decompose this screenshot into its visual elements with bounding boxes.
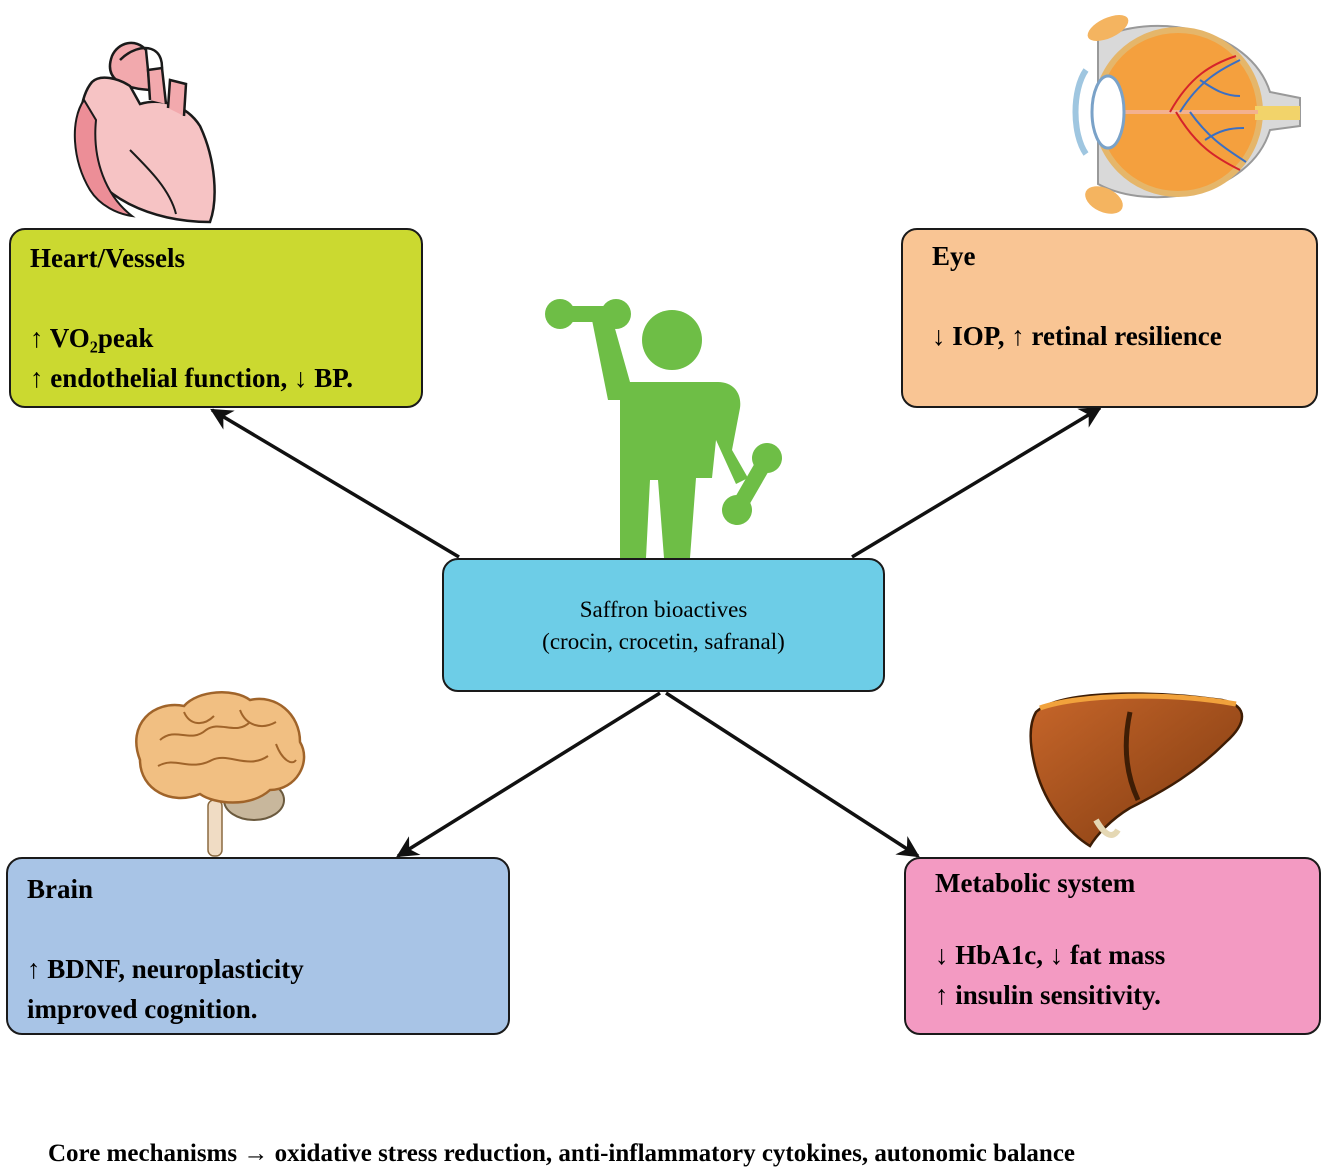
center-line1: Saffron bioactives — [579, 597, 748, 622]
heart-vessels-title: Heart/Vessels — [30, 243, 185, 273]
brain-box: Brain ↑ BDNF, neuroplasticity improved c… — [6, 857, 510, 1035]
brain-line2: improved cognition. — [27, 994, 258, 1024]
exercise-person-icon — [545, 299, 782, 558]
arrow-to-heart — [210, 408, 460, 559]
heart-vessels-line1: ↑ VO₂peak — [30, 323, 154, 353]
eye-title: Eye — [932, 241, 976, 271]
arrow-to-eye — [851, 406, 1102, 559]
metabolic-line1: ↓ HbA1c, ↓ fat mass — [935, 940, 1166, 970]
eye-box: Eye ↓ IOP, ↑ retinal resilience — [901, 228, 1318, 408]
arrow-to-brain — [396, 691, 661, 858]
eye-line1: ↓ IOP, ↑ retinal resilience — [932, 321, 1222, 351]
arrow-to-metabolic — [665, 691, 920, 858]
center-line2: (crocin, crocetin, safranal) — [542, 629, 785, 654]
eye-icon — [1072, 15, 1301, 214]
heart-icon — [73, 41, 216, 224]
core-mechanisms-footer: Core mechanisms → oxidative stress reduc… — [48, 1140, 1076, 1167]
metabolic-line2: ↑ insulin sensitivity. — [935, 980, 1161, 1010]
metabolic-system-box: Metabolic system ↓ HbA1c, ↓ fat mass ↑ i… — [904, 857, 1321, 1035]
brain-line1: ↑ BDNF, neuroplasticity — [27, 954, 304, 984]
brain-title: Brain — [27, 874, 94, 904]
liver-icon — [1029, 692, 1244, 848]
heart-vessels-box: Heart/Vessels ↑ VO₂peak ↑ endothelial fu… — [9, 228, 423, 408]
heart-vessels-line2: ↑ endothelial function, ↓ BP. — [30, 363, 354, 393]
metabolic-title: Metabolic system — [935, 868, 1136, 898]
brain-icon — [135, 691, 306, 857]
saffron-bioactives-box: Saffron bioactives (crocin, crocetin, sa… — [442, 558, 885, 692]
